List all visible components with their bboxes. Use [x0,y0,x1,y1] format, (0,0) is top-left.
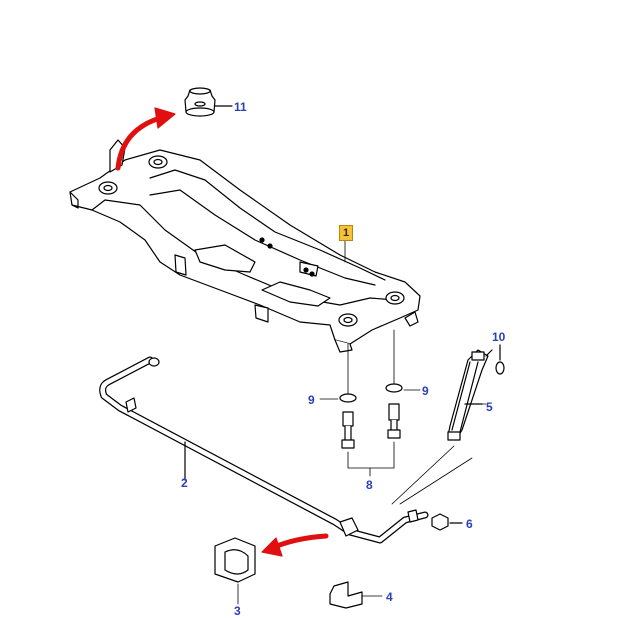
callout-1: 1 [339,225,353,241]
callout-3: 3 [234,604,241,618]
callout-9-right: 9 [422,384,429,398]
bar-nut [431,513,463,531]
subframe-crossmember [69,139,421,353]
leader-lines [344,237,487,505]
callout-9-left: 9 [308,393,315,407]
callout-8: 8 [366,478,373,492]
red-arrow-icon [115,107,176,171]
stabilizer-link [447,349,493,441]
callout-4: 4 [386,590,393,604]
callout-10: 10 [492,330,506,344]
subframe-bushing [184,87,233,117]
link-nut [495,344,505,375]
bushing-clamp [329,581,383,609]
mount-bolts [319,329,421,477]
red-arrow-icon [261,533,329,557]
stabilizer-bar [99,356,429,544]
callout-11: 11 [234,100,247,114]
stabilizer-bushing [214,537,256,605]
callout-5: 5 [486,400,493,414]
callout-6: 6 [466,517,473,531]
callout-2: 2 [181,476,188,490]
